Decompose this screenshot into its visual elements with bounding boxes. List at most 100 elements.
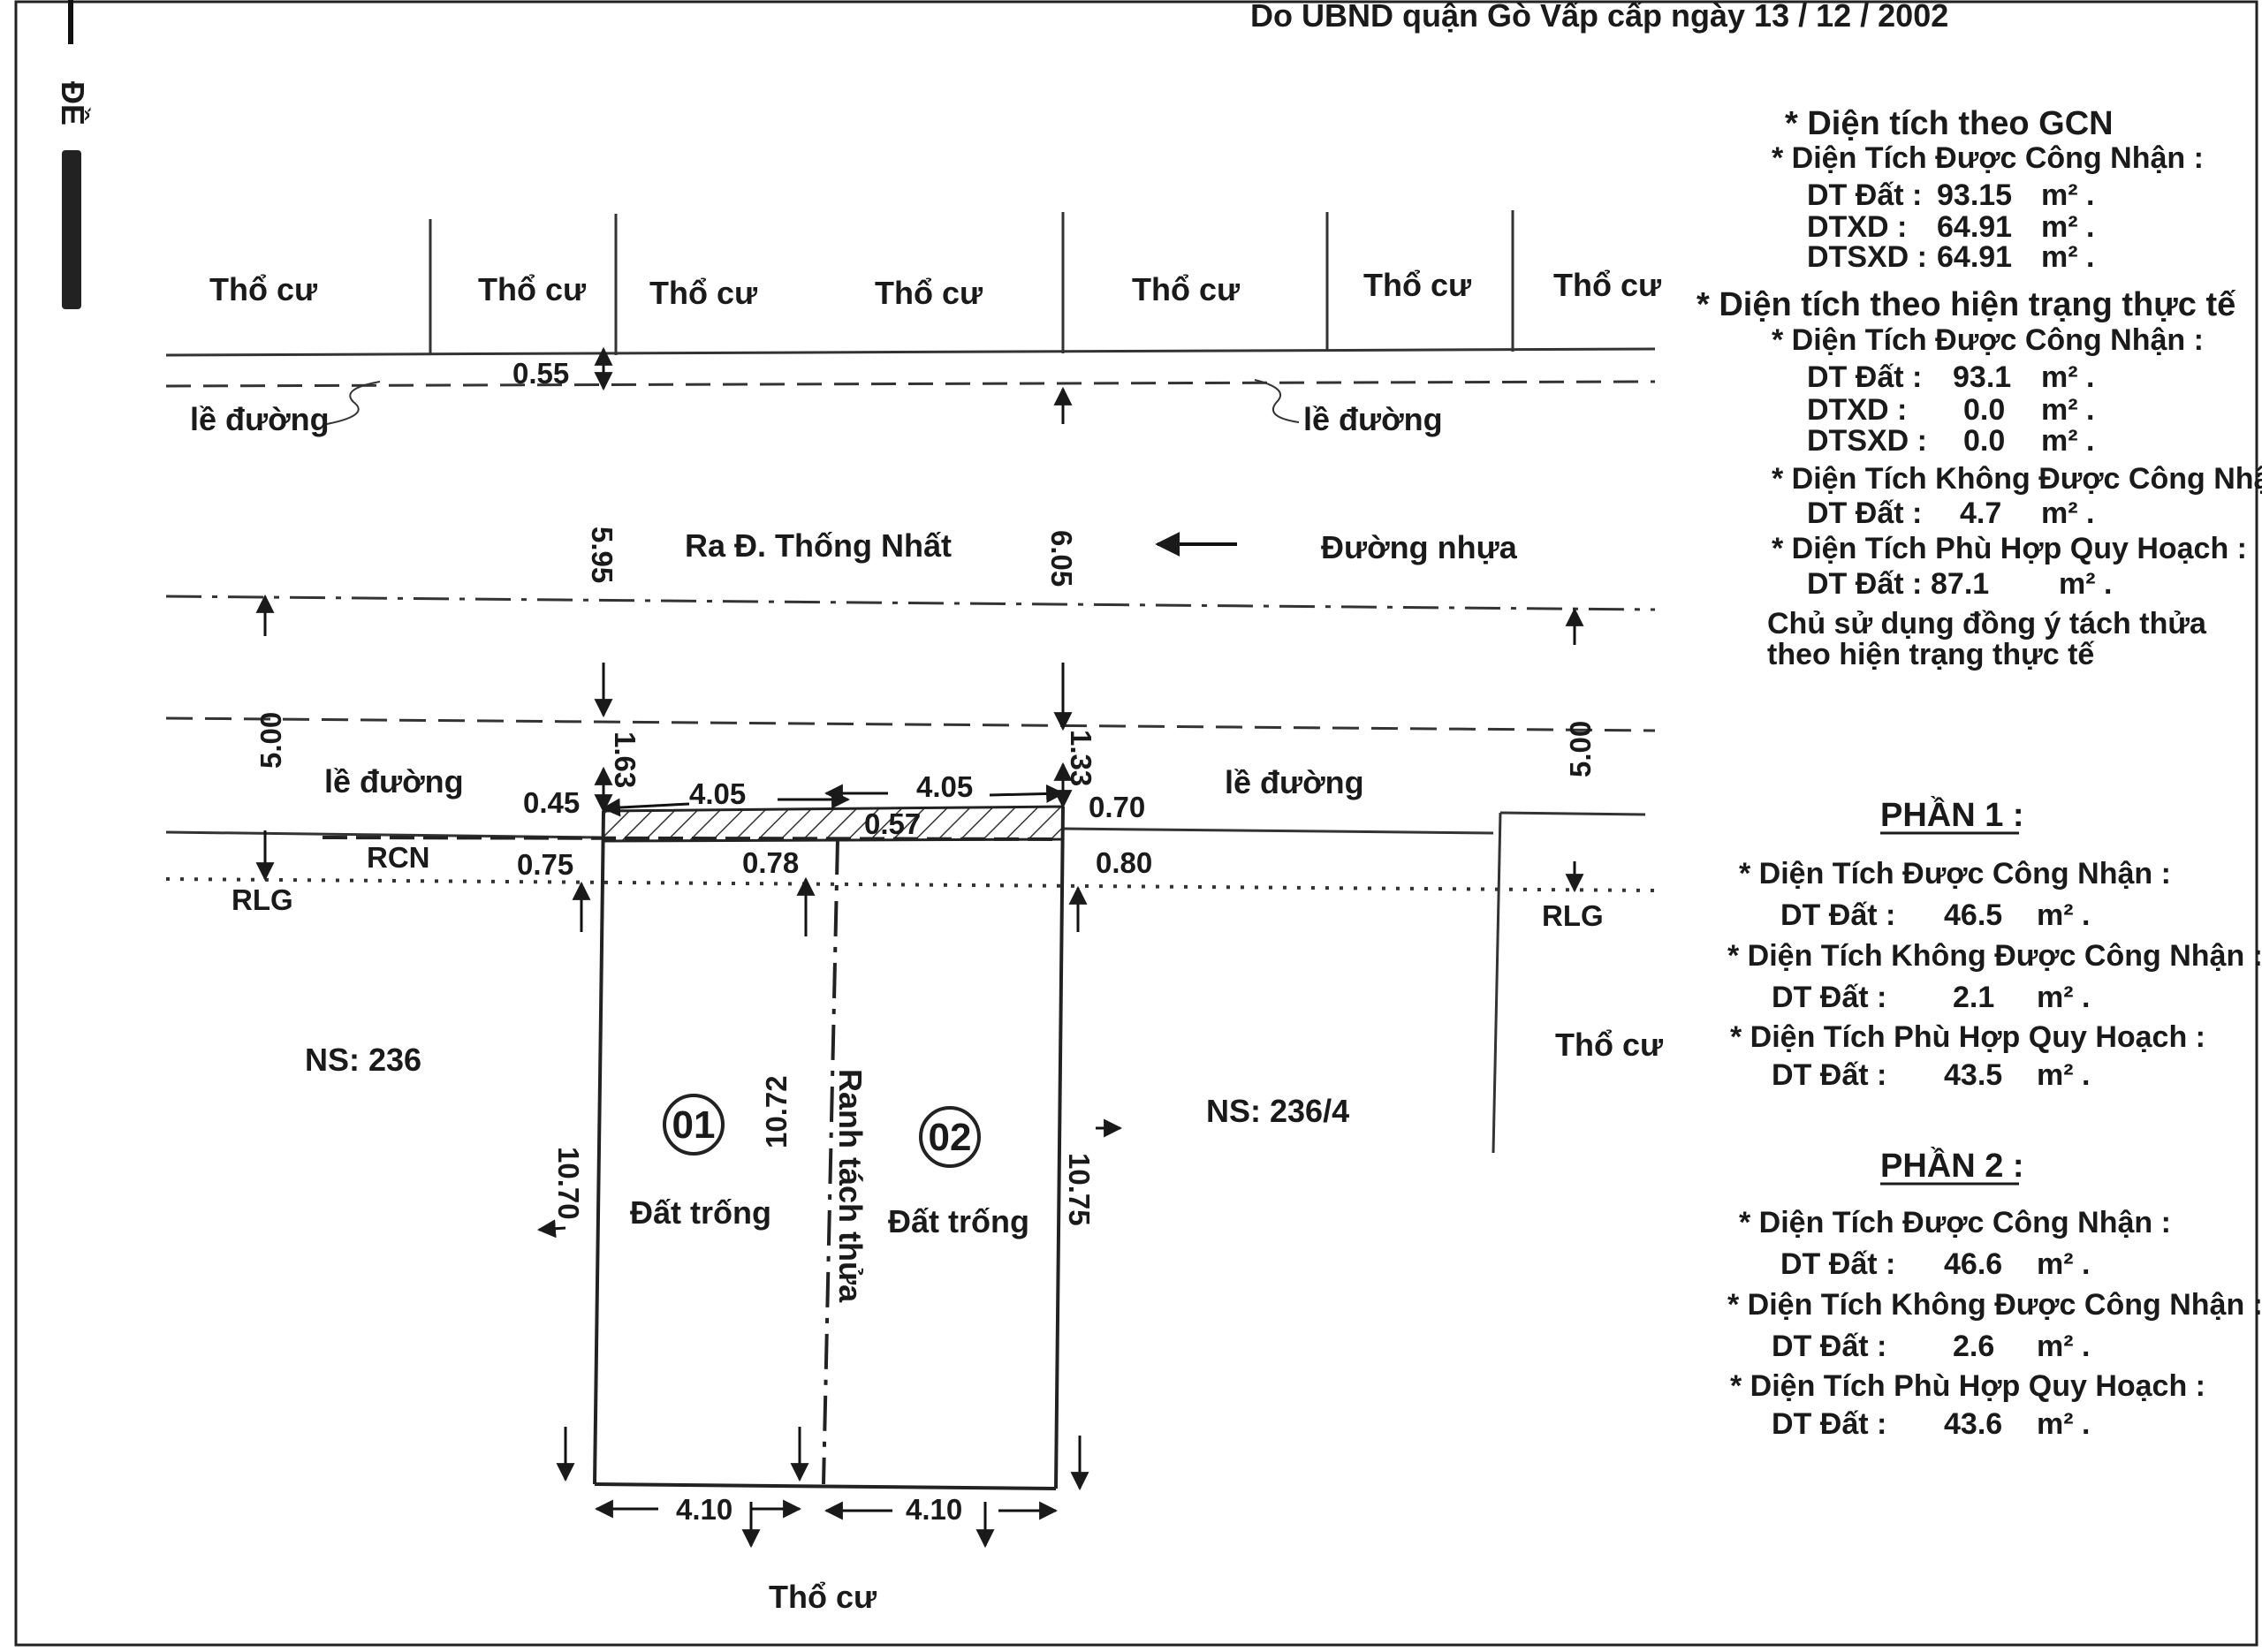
top-lot-label: Thổ cư [478, 271, 587, 307]
svg-text:DT Đất :: DT Đất : [1772, 1407, 1886, 1441]
svg-text:87.1: 87.1 [1931, 567, 1989, 601]
svg-text:m² .: m² . [2041, 496, 2094, 530]
dim-label: 0.80 [1096, 846, 1152, 879]
svg-text:m² .: m² . [2037, 1058, 2090, 1092]
svg-text:DT Đất :: DT Đất : [1807, 496, 1922, 530]
neighbor-right-lot: Thổ cư [1555, 1027, 1664, 1063]
gcn-title: * Diện tích theo GCN [1785, 105, 2114, 142]
dim-label: 4.05 [916, 770, 973, 803]
actual-recognized-title: * Diện Tích Được Công Nhận : [1772, 323, 2204, 357]
top-lot-label: Thổ cư [1363, 267, 1472, 303]
top-lots: Thổ cư Thổ cư Thổ cư Thổ cư Thổ cư Thổ c… [209, 267, 1662, 311]
svg-text:ĐỀ: ĐỀ [55, 81, 91, 125]
leader-line [1254, 379, 1300, 423]
svg-text:43.6: 43.6 [1944, 1407, 2002, 1441]
svg-text:DT Đất :: DT Đất : [1772, 1058, 1886, 1092]
svg-text:46.6: 46.6 [1944, 1247, 2002, 1281]
setback-strip [602, 805, 1065, 843]
svg-text:m² .: m² . [2037, 898, 2090, 932]
svg-text:DTXD :: DTXD : [1807, 210, 1907, 244]
neighbor-left: NS: 236 [305, 1042, 421, 1078]
svg-text:DT Đất :: DT Đất : [1780, 1247, 1895, 1281]
svg-text:DT Đất :: DT Đất : [1807, 567, 1922, 601]
split-line [822, 838, 839, 1485]
dim-label: 10.70 [552, 1147, 585, 1220]
dim-label: 1.63 [609, 731, 641, 788]
svg-text:93.15: 93.15 [1937, 178, 2012, 212]
svg-text:0.0: 0.0 [1963, 393, 2005, 427]
actual-rows: DT Đất : 93.1 m² . DTXD : 0.0 m² . DTSXD… [1807, 360, 2094, 458]
road-direction-label: Ra Đ. Thống Nhất [685, 527, 952, 564]
top-lot-label: Thổ cư [875, 275, 983, 311]
parcel-number: 01 [672, 1103, 716, 1147]
svg-text:DT Đất :: DT Đất : [1807, 360, 1922, 394]
actual-note: theo hiện trạng thực tế [1767, 638, 2094, 671]
rlg-label: RLG [232, 883, 293, 916]
sidewalk-label: lề đường [1303, 401, 1443, 437]
sidewalk-label: lề đường [1225, 764, 1364, 800]
part2-unrecognized-title: * Diện Tích Không Được Công Nhận : [1727, 1288, 2262, 1322]
svg-text:m² .: m² . [2037, 981, 2090, 1014]
dim-label: 4.10 [676, 1493, 732, 1526]
parcel-number: 02 [929, 1116, 972, 1159]
part1-recognized-title: * Diện Tích Được Công Nhận : [1739, 857, 2171, 890]
dim-label: 0.57 [864, 807, 921, 840]
svg-text:DTSXD :: DTSXD : [1807, 424, 1927, 458]
dim-label: 5.00 [1564, 721, 1597, 777]
dim-label: 6.05 [1045, 530, 1078, 587]
svg-text:46.5: 46.5 [1944, 898, 2002, 932]
top-lot-label: Thổ cư [209, 271, 318, 307]
area-summary-panel: * Diện tích theo GCN * Diện Tích Được Cô… [1696, 105, 2262, 1441]
rcn-line [322, 836, 1064, 841]
dimension-labels: 0.55 5.95 6.05 5.00 5.00 1.63 1.33 4.05 … [254, 357, 1597, 1526]
dim-label: 0.70 [1089, 791, 1145, 823]
svg-text:DTXD :: DTXD : [1807, 393, 1907, 427]
svg-text:64.91: 64.91 [1937, 210, 2012, 244]
actual-planning-title: * Diện Tích Phù Hợp Quy Hoạch : [1772, 532, 2247, 565]
rcn-label: RCN [367, 841, 430, 874]
dim-label: 10.75 [1063, 1153, 1096, 1226]
svg-text:m² .: m² . [2037, 1247, 2090, 1281]
issued-text: Do UBND quận Gò Vấp cấp ngày 13 / 12 / 2… [1250, 0, 1948, 34]
dim-label: 0.78 [742, 846, 799, 879]
sidewalk-label: lề đường [190, 401, 330, 437]
rlg-label: RLG [1542, 899, 1604, 932]
svg-text:64.91: 64.91 [1937, 240, 2012, 274]
actual-title: * Diện tích theo hiện trạng thực tế [1696, 286, 2236, 323]
svg-text:DT Đất :: DT Đất : [1780, 898, 1895, 932]
svg-text:m² .: m² . [2041, 240, 2094, 274]
svg-text:DTSXD :: DTSXD : [1807, 240, 1927, 274]
split-line-label: Ranh tách thửa [832, 1069, 869, 1303]
svg-text:93.1: 93.1 [1953, 360, 2011, 394]
part1-unrecognized-title: * Diện Tích Không Được Công Nhận : [1727, 939, 2262, 973]
svg-text:4.7: 4.7 [1960, 496, 2001, 530]
parcel-label: Đất trống [888, 1203, 1029, 1239]
svg-text:m² .: m² . [2041, 210, 2094, 244]
parcel-outline [593, 806, 1065, 1490]
top-lots-lines [165, 210, 1656, 357]
svg-text:DT Đất :: DT Đất : [1807, 178, 1922, 212]
actual-note: Chủ sử dụng đồng ý tách thửa [1767, 607, 2207, 640]
svg-text:m² .: m² . [2037, 1330, 2090, 1363]
dimension-arrows [255, 346, 1584, 1549]
gcn-subtitle: * Diện Tích Được Công Nhận : [1772, 141, 2204, 175]
part1-planning-title: * Diện Tích Phù Hợp Quy Hoạch : [1730, 1020, 2205, 1054]
dim-label: 5.95 [586, 527, 619, 583]
parcel-label: Đất trống [630, 1194, 771, 1231]
svg-text:2.1: 2.1 [1953, 981, 1994, 1014]
svg-text:m² .: m² . [2041, 424, 2094, 458]
dim-label: 0.45 [523, 786, 580, 819]
svg-text:m² .: m² . [2041, 393, 2094, 427]
leader-line [326, 381, 381, 425]
neighbor-bottom: Thổ cư [769, 1579, 877, 1615]
parcel-number-circle [663, 1094, 725, 1156]
svg-text:m² .: m² . [2041, 178, 2094, 212]
dim-label: 1.33 [1065, 730, 1097, 786]
part1-title: PHẦN 1 : [1880, 795, 2024, 834]
road-surface-label: Đường nhựa [1321, 529, 1518, 565]
svg-text:43.5: 43.5 [1944, 1058, 2002, 1092]
dim-label: 0.55 [512, 357, 569, 390]
dim-label: 4.05 [689, 777, 746, 810]
